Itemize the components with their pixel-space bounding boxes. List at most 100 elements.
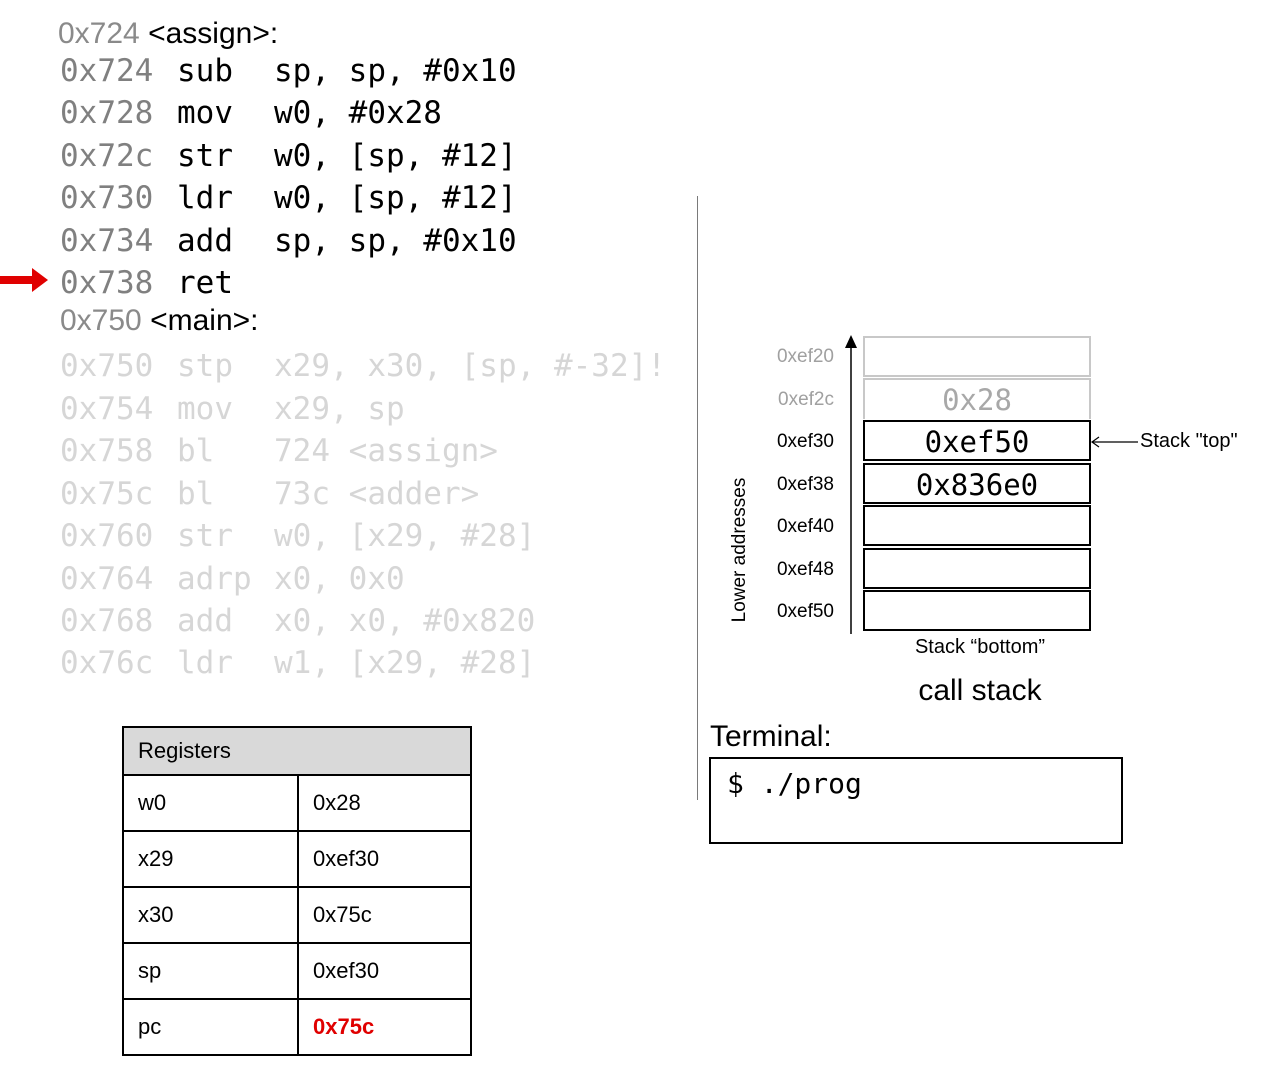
assign-function-header: 0x724 <assign>: bbox=[58, 16, 278, 52]
register-value: 0x75c bbox=[297, 886, 472, 944]
registers-title: Registers bbox=[122, 726, 472, 776]
code-operands: sp, sp, #0x10 bbox=[274, 223, 517, 259]
stack-address-label: 0xef50 bbox=[776, 601, 834, 622]
current-instruction-arrow-icon bbox=[0, 268, 48, 292]
code-opcode: add bbox=[177, 603, 233, 639]
stack-cell bbox=[863, 505, 1091, 546]
register-value: 0x28 bbox=[297, 774, 472, 832]
code-opcode: stp bbox=[177, 348, 233, 384]
code-line: 0x764 adrp x0, 0x0 bbox=[60, 558, 405, 600]
code-operands: x29, x30, [sp, #-32]! bbox=[274, 348, 666, 384]
call-stack-title: call stack bbox=[918, 674, 1042, 707]
code-line: 0x730 ldr w0, [sp, #12] bbox=[60, 177, 517, 219]
register-value: 0xef30 bbox=[297, 942, 472, 1000]
registers-header-row: Registers bbox=[122, 726, 472, 776]
code-line: 0x734 add sp, sp, #0x10 bbox=[60, 220, 517, 262]
code-opcode: str bbox=[177, 518, 233, 554]
register-name: x30 bbox=[122, 886, 299, 944]
code-operands: w0, [sp, #12] bbox=[274, 138, 517, 174]
stack-cell: 0xef50 bbox=[863, 420, 1091, 461]
stack-address-label: 0xef30 bbox=[776, 431, 834, 452]
code-line: 0x728 mov w0, #0x28 bbox=[60, 92, 442, 134]
code-opcode: sub bbox=[177, 53, 233, 89]
stack-cell bbox=[863, 548, 1091, 589]
code-opcode: ldr bbox=[177, 180, 233, 216]
code-operands: w0, [sp, #12] bbox=[274, 180, 517, 216]
code-address: 0x760 bbox=[60, 518, 154, 554]
code-operands: w1, [x29, #28] bbox=[274, 645, 536, 681]
stack-address-label: 0xef48 bbox=[776, 559, 834, 580]
code-opcode: bl bbox=[177, 433, 215, 469]
code-operands: sp, sp, #0x10 bbox=[274, 53, 517, 89]
stack-cell bbox=[863, 590, 1091, 631]
code-operands: w0, #0x28 bbox=[274, 95, 442, 131]
main-function-header: 0x750 <main>: bbox=[60, 303, 259, 339]
register-row: x30 0x75c bbox=[122, 886, 472, 944]
code-address: 0x730 bbox=[60, 180, 154, 216]
register-value-highlighted: 0x75c bbox=[297, 998, 472, 1056]
code-address: 0x750 bbox=[60, 348, 154, 384]
code-operands: x29, sp bbox=[274, 391, 405, 427]
register-name: w0 bbox=[122, 774, 299, 832]
vertical-divider bbox=[697, 196, 698, 800]
code-line: 0x754 mov x29, sp bbox=[60, 388, 405, 430]
code-line: 0x768 add x0, x0, #0x820 bbox=[60, 600, 535, 642]
code-address: 0x758 bbox=[60, 433, 154, 469]
code-opcode: ret bbox=[177, 265, 233, 301]
code-address: 0x734 bbox=[60, 223, 154, 259]
register-row: x29 0xef30 bbox=[122, 830, 472, 888]
stack-cell: 0x28 bbox=[863, 378, 1091, 419]
code-opcode: add bbox=[177, 223, 233, 259]
code-line: 0x750 stp x29, x30, [sp, #-32]! bbox=[60, 345, 666, 387]
stack-address-label: 0xef38 bbox=[776, 474, 834, 495]
code-address: 0x75c bbox=[60, 476, 154, 512]
stack-top-label: Stack "top" bbox=[1140, 430, 1238, 452]
assign-header-name: <assign>: bbox=[148, 17, 279, 50]
code-opcode: adrp bbox=[177, 561, 252, 597]
code-operands: 73c <adder> bbox=[274, 476, 480, 512]
code-address: 0x724 bbox=[60, 53, 154, 89]
main-header-name: <main>: bbox=[150, 304, 259, 337]
register-name: sp bbox=[122, 942, 299, 1000]
register-row: pc 0x75c bbox=[122, 998, 472, 1056]
code-line: 0x75c bl 73c <adder> bbox=[60, 473, 479, 515]
code-operands: x0, x0, #0x820 bbox=[274, 603, 536, 639]
code-opcode: ldr bbox=[177, 645, 233, 681]
code-line-current: 0x738 ret bbox=[60, 262, 274, 304]
main-header-address: 0x750 bbox=[60, 304, 142, 337]
code-line: 0x758 bl 724 <assign> bbox=[60, 430, 498, 472]
terminal-box: $ ./prog bbox=[709, 757, 1123, 844]
lower-addresses-label: Lower addresses bbox=[729, 477, 750, 623]
code-line: 0x760 str w0, [x29, #28] bbox=[60, 515, 535, 557]
code-opcode: bl bbox=[177, 476, 215, 512]
code-opcode: mov bbox=[177, 95, 233, 131]
code-address: 0x72c bbox=[60, 138, 154, 174]
stack-address-label: 0xef2c bbox=[778, 389, 834, 410]
code-address: 0x738 bbox=[60, 265, 154, 301]
code-line: 0x72c str w0, [sp, #12] bbox=[60, 135, 517, 177]
code-address: 0x764 bbox=[60, 561, 154, 597]
stack-bottom-label: Stack “bottom” bbox=[914, 636, 1046, 658]
code-address: 0x768 bbox=[60, 603, 154, 639]
register-value: 0xef30 bbox=[297, 830, 472, 888]
up-arrow-icon bbox=[845, 335, 857, 634]
register-row: sp 0xef30 bbox=[122, 942, 472, 1000]
stack-cell: 0x836e0 bbox=[863, 463, 1091, 504]
code-line: 0x724 sub sp, sp, #0x10 bbox=[60, 50, 517, 92]
code-operands: x0, 0x0 bbox=[274, 561, 405, 597]
register-name: x29 bbox=[122, 830, 299, 888]
terminal-title: Terminal: bbox=[710, 720, 832, 753]
stack-cell bbox=[863, 336, 1091, 377]
code-opcode: str bbox=[177, 138, 233, 174]
code-operands: w0, [x29, #28] bbox=[274, 518, 536, 554]
code-operands: 724 <assign> bbox=[274, 433, 498, 469]
registers-table: Registers w0 0x28 x29 0xef30 x30 0x75c s… bbox=[122, 726, 472, 1056]
code-address: 0x728 bbox=[60, 95, 154, 131]
stack-address-label: 0xef40 bbox=[776, 516, 834, 537]
code-opcode: mov bbox=[177, 391, 233, 427]
code-address: 0x754 bbox=[60, 391, 154, 427]
assign-header-address: 0x724 bbox=[58, 17, 140, 50]
register-name: pc bbox=[122, 998, 299, 1056]
left-arrow-icon bbox=[1090, 436, 1138, 448]
